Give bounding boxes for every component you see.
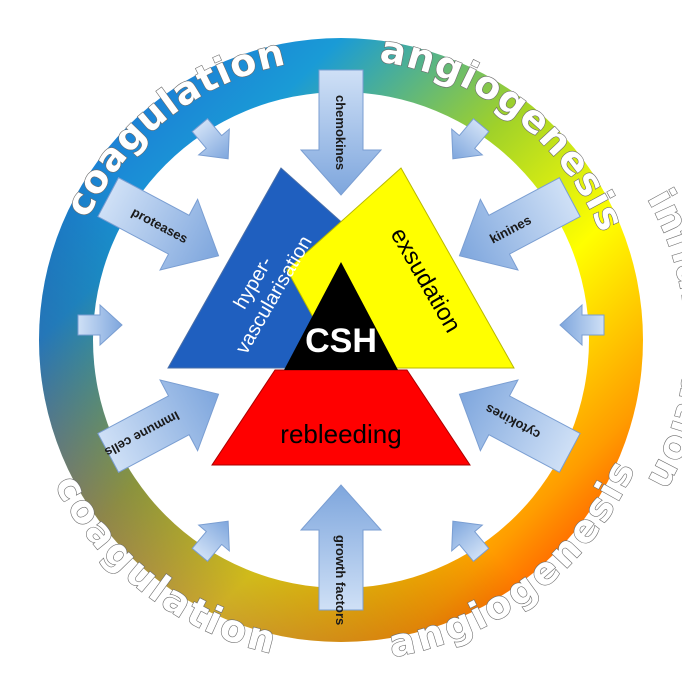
- arrow-label-growth-factors: growth factors: [333, 535, 348, 625]
- arrow-chemokines: chemokines: [300, 69, 382, 196]
- arrow-label-chemokines: chemokines: [333, 95, 348, 170]
- ring-word-right: inflammation: [639, 182, 682, 498]
- arrow-growth-factors: growth factors: [300, 484, 382, 625]
- arrow-cytokines: cytokines: [440, 358, 590, 489]
- label-rebleeding: rebleeding: [280, 419, 401, 449]
- arrow-proteases: proteases: [88, 161, 238, 292]
- triangle-black-center: [284, 262, 398, 370]
- arrow-kinines: kinines: [440, 161, 590, 292]
- center-label-csh: CSH: [305, 322, 377, 360]
- central-triangle: CSH hyper- vascularisation exsudation re…: [167, 167, 515, 466]
